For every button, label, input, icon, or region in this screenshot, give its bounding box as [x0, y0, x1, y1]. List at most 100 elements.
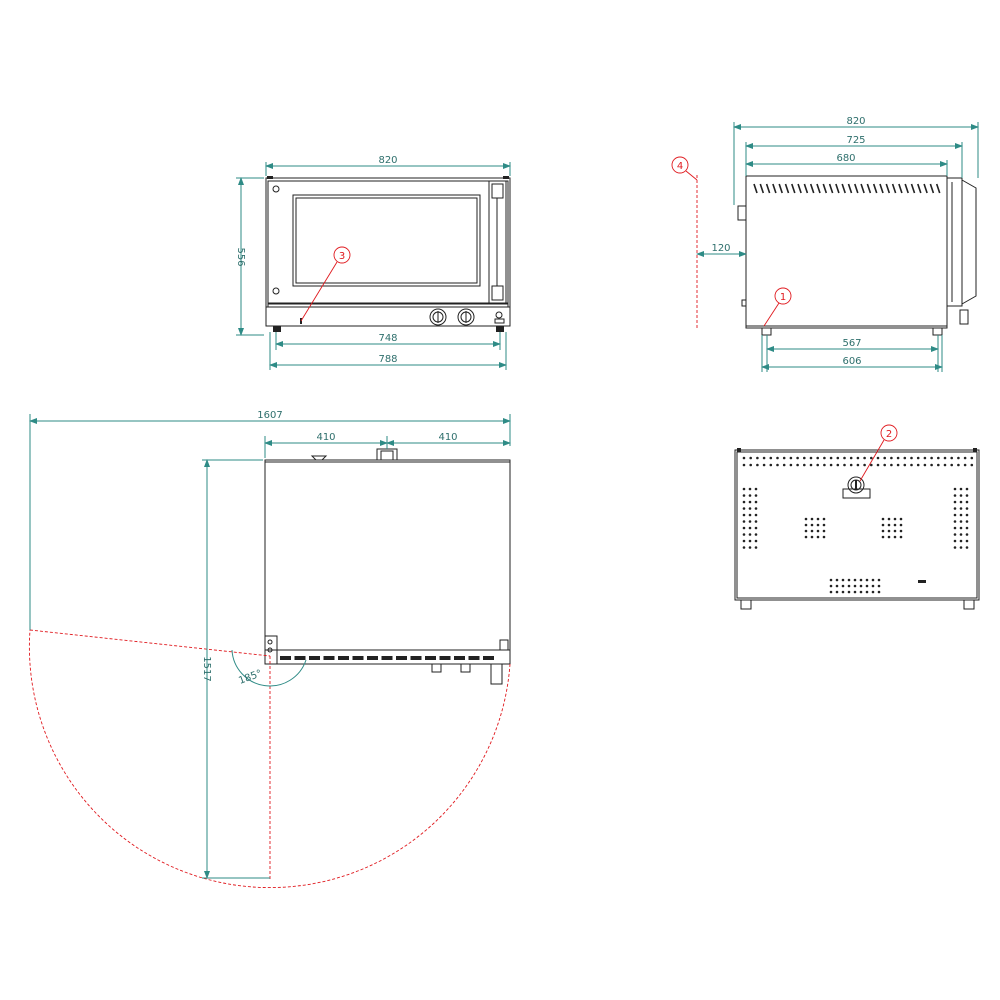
vent-hole [953, 539, 957, 543]
vent-hole [804, 523, 808, 527]
side-depth-top-label: 680 [836, 153, 855, 164]
vent-hole [871, 578, 875, 582]
vent-hole [841, 578, 845, 582]
vent-hole [953, 520, 957, 523]
front-feet-inner-label: 748 [378, 333, 397, 344]
vent-hole [816, 456, 819, 460]
vent-hole [849, 456, 853, 460]
vent-hole [748, 539, 752, 543]
vent-hole [742, 546, 746, 549]
vent-hole [899, 535, 903, 539]
vent-hole [910, 463, 913, 467]
vent-hole [742, 494, 746, 497]
vent-hole [841, 590, 845, 594]
vent-hole [810, 517, 814, 521]
side-clearance-label: 120 [711, 243, 730, 254]
vent-hole [756, 463, 759, 467]
door-slot [280, 656, 291, 660]
vent-hole [748, 500, 752, 504]
vent-hole [859, 584, 863, 588]
door-slot [323, 656, 335, 660]
vent-hole [899, 523, 903, 527]
vent-slot [935, 183, 941, 194]
vent-hole [876, 463, 880, 467]
vent-hole [970, 456, 974, 460]
vent-hole [796, 456, 799, 460]
front-feet-outer-label: 788 [378, 354, 397, 365]
vent-hole [959, 500, 963, 504]
vent-hole [856, 456, 860, 460]
vent-hole [742, 520, 746, 523]
vent-hole [887, 523, 891, 527]
vent-hole [822, 535, 826, 539]
vent-hole [887, 535, 891, 539]
vent-hole [853, 590, 857, 594]
vent-hole [754, 546, 758, 549]
top-view: 185° 1607 410 410 1517 [28, 410, 511, 889]
vent-slot [891, 183, 897, 194]
vent-hole [803, 463, 806, 467]
vent-hole [957, 456, 960, 460]
side-depth-body-label: 725 [846, 135, 865, 146]
vent-hole [859, 590, 863, 594]
vent-hole [863, 456, 866, 460]
vent-hole [890, 456, 893, 460]
vent-hole [847, 590, 851, 594]
vent-hole [742, 456, 746, 460]
vent-hole [959, 513, 963, 517]
vent-hole [754, 487, 758, 491]
vent-hole [748, 507, 752, 510]
vent-hole [965, 513, 969, 517]
vent-hole [853, 578, 857, 582]
vent-hole [749, 463, 752, 467]
vent-hole [930, 463, 933, 467]
vent-hole [742, 539, 746, 543]
vent-hole [804, 529, 808, 533]
vent-hole [965, 539, 969, 543]
vent-hole [896, 463, 900, 467]
vent-hole [742, 487, 746, 491]
vent-hole [847, 584, 851, 588]
vent-hole [816, 535, 820, 539]
side-feet-inner-label: 567 [842, 338, 861, 349]
vent-hole [836, 463, 840, 467]
vent-hole [950, 463, 953, 467]
vent-hole [916, 456, 920, 460]
vent-hole [865, 578, 869, 582]
vent-slot [898, 183, 903, 194]
vent-hole [856, 463, 860, 467]
door-slot [367, 656, 378, 660]
vent-hole [953, 533, 957, 536]
vent-hole [742, 507, 746, 510]
vent-hole [829, 578, 833, 582]
vent-hole [910, 456, 913, 460]
vent-hole [829, 456, 833, 460]
vent-slot [816, 183, 821, 194]
door-slot [483, 656, 494, 660]
vent-slot [828, 183, 834, 194]
vent-slot [879, 183, 884, 194]
vent-hole [804, 517, 808, 521]
vent-slot [822, 183, 828, 194]
callout-1: 1 [763, 287, 792, 327]
vent-hole [963, 456, 967, 460]
vent-hole [959, 487, 963, 491]
vent-hole [863, 463, 866, 467]
vent-slot [772, 183, 777, 194]
vent-hole [742, 533, 746, 536]
side-depth-total-label: 820 [846, 116, 865, 127]
vent-slot [841, 183, 846, 194]
vent-hole [769, 463, 773, 467]
vent-slot [910, 183, 916, 194]
vent-hole [754, 500, 758, 504]
vent-hole [893, 517, 897, 521]
vent-slot [885, 183, 891, 194]
vent-hole [893, 523, 897, 527]
vent-slot [917, 183, 922, 194]
vent-hole [965, 533, 969, 536]
vent-slot [778, 183, 783, 194]
vent-hole [923, 463, 927, 467]
vent-hole [965, 487, 969, 491]
vent-hole [782, 456, 786, 460]
vent-hole [883, 463, 886, 467]
